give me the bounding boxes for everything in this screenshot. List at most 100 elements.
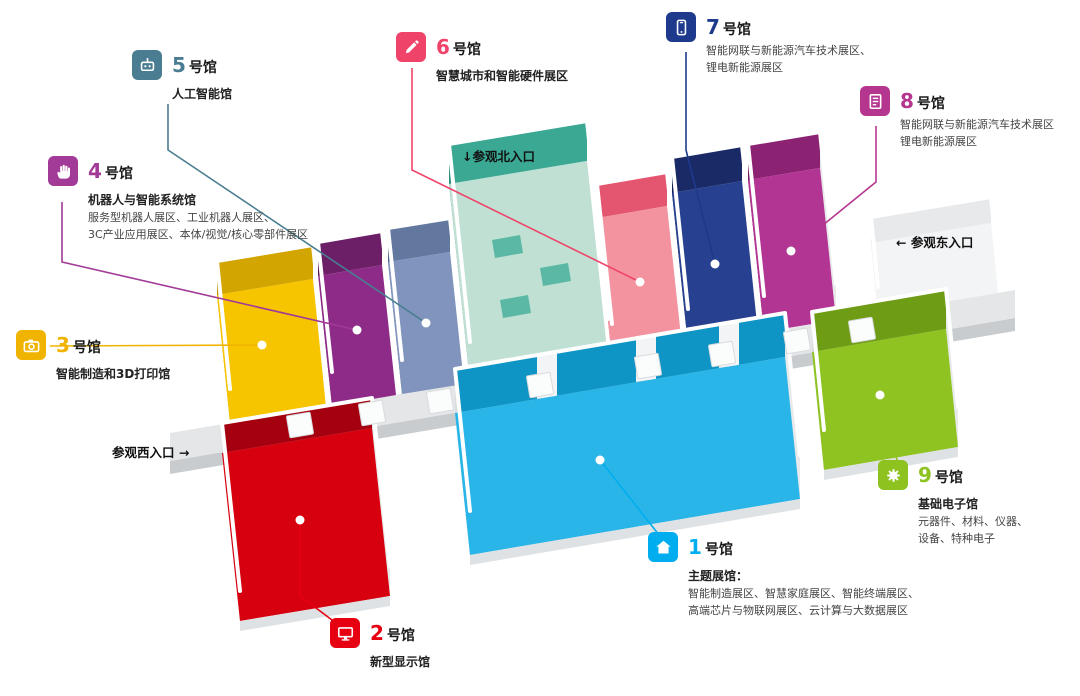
hall-number-suffix: 号馆	[188, 60, 217, 76]
hall-7-back-wall	[672, 145, 742, 193]
hall-1-marker	[595, 455, 605, 465]
hall-detail: 锂电新能源展区	[706, 61, 783, 75]
hall-number: 1	[688, 535, 702, 559]
hall-1-front-edge	[470, 499, 800, 565]
hall-number: 3	[56, 333, 70, 357]
hall-detail: 智能网联与新能源汽车技术展区	[900, 118, 1054, 131]
pen-icon	[396, 32, 426, 62]
north-hall-booth	[500, 295, 531, 318]
hall-7-marker	[710, 259, 720, 269]
hall-6-rim	[595, 170, 684, 326]
document-icon	[860, 86, 890, 116]
corridor-doorway	[526, 371, 554, 399]
hall-detail: 锂电新能源展区	[900, 135, 977, 149]
hall-4-connector-line	[61, 202, 358, 331]
west-entrance-label: 参观西入口 →	[112, 445, 190, 460]
hall-5-connector-line	[167, 104, 427, 324]
hall-detail: 智能制造展区、智慧家庭展区、智能终端展区、	[688, 587, 919, 600]
hall-3-marker	[257, 340, 267, 350]
hall-5-marker	[421, 318, 431, 328]
corridor-doorway	[286, 411, 314, 439]
hall-4-back-wall	[318, 231, 382, 276]
east-wing-back-wall	[871, 197, 991, 243]
north-hall-back-wall	[449, 121, 587, 184]
hall-7-rim	[670, 143, 760, 311]
hall-number-suffix: 号馆	[916, 96, 945, 112]
hall-number-suffix: 号馆	[704, 542, 733, 558]
hall-number: 6	[436, 35, 450, 59]
hall-2-front-edge	[240, 596, 390, 631]
north-hall-booth	[492, 235, 523, 258]
hall-1-rim	[453, 311, 802, 513]
hall-number: 9	[918, 463, 932, 487]
monitor-icon	[330, 618, 360, 648]
hall-9-rim	[810, 287, 960, 432]
hall-title: 智能制造和3D打印馆	[56, 367, 171, 381]
hall-number: 8	[900, 89, 914, 113]
north-hall-floor	[449, 161, 608, 382]
hall-detail: 高端芯片与物联网展区、云计算与大数据展区	[688, 604, 908, 618]
east-wing-rim	[869, 195, 1000, 289]
hall-9-connector-line	[879, 394, 899, 465]
hall-title: 人工智能馆	[172, 87, 233, 101]
hall-2-rim	[220, 396, 392, 593]
hall-9-back-wall	[812, 289, 946, 352]
hall-number: 4	[88, 159, 102, 183]
corridor-doorway	[634, 352, 662, 380]
phone-icon	[666, 12, 696, 42]
hall-detail: 3C产业应用展区、本体/视觉/核心零部件展区	[88, 228, 309, 242]
hall-title: 主题展馆：	[688, 569, 749, 583]
east-wing-floor	[871, 223, 998, 313]
hall-4-floor	[318, 265, 396, 406]
hall-8-rim	[746, 130, 838, 298]
hall-number-suffix: 号馆	[722, 22, 751, 38]
hall-title: 新型显示馆	[370, 655, 431, 669]
pointing-hand-icon	[48, 156, 78, 186]
hall-number: 7	[706, 15, 720, 39]
hall-number-suffix: 号馆	[934, 470, 963, 486]
corridor-doorway	[848, 316, 876, 344]
hall-8-connector-line	[790, 126, 877, 252]
hall-1-connector-line	[599, 459, 664, 541]
hall-number: 2	[370, 621, 384, 645]
corridor-doorway	[783, 327, 811, 355]
hall-number-suffix: 号馆	[386, 628, 415, 644]
camera-icon	[16, 330, 46, 360]
hall-6-marker	[635, 277, 645, 287]
hall-6-connector-line	[411, 68, 641, 283]
hall-3-connector-line	[49, 344, 263, 347]
north-entrance-label: ↓参观北入口	[462, 149, 535, 164]
east-entrance-label: ← 参观东入口	[896, 235, 974, 250]
robot-icon	[132, 50, 162, 80]
hall-9-marker	[875, 390, 885, 400]
north-hall-rim	[447, 119, 610, 344]
hall-6-back-wall	[597, 172, 667, 218]
hall-detail: 服务型机器人展区、工业机器人展区、	[88, 211, 275, 224]
hall-title: 机器人与智能系统馆	[88, 193, 197, 207]
hall-1-floor	[455, 357, 800, 555]
hall-5-rim	[386, 216, 466, 362]
hall-8-marker	[786, 246, 796, 256]
hall-number: 5	[172, 53, 186, 77]
hall-detail: 元器件、材料、仪器、	[918, 515, 1028, 528]
hall-detail: 设备、特种电子	[918, 532, 995, 546]
